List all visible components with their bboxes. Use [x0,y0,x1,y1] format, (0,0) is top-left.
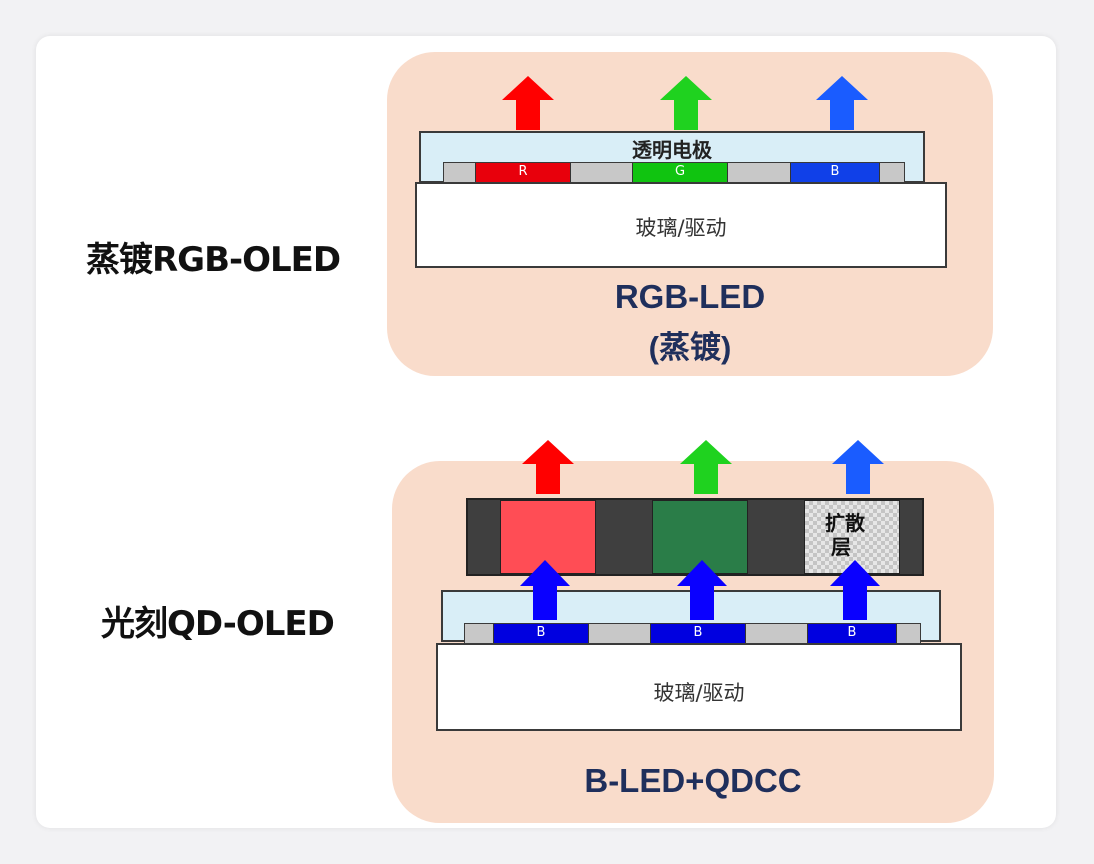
green-emission-arrow-icon [680,440,732,494]
blue-emission-arrow-icon [816,76,868,130]
rgb-oled-label: 蒸镀RGB-OLED [86,240,341,280]
subpixel-blue-1: B [493,624,589,643]
green-emission-arrow-icon [660,76,712,130]
glass-driver-label: 玻璃/驱动 [635,216,727,240]
qd-oled-label: 光刻QD-OLED [101,604,335,644]
blue-excitation-arrow-icon [830,560,880,620]
rgb-subpixel-row: R G B [443,162,905,183]
rgb-led-caption-block: RGB-LED (蒸镀) [387,278,993,368]
blue-emission-arrow-icon [832,440,884,494]
subpixel-blue-3: B [807,624,897,643]
glass-driver-label: 玻璃/驱动 [653,681,745,705]
red-emission-arrow-icon [522,440,574,494]
blue-excitation-arrow-icon [520,560,570,620]
subpixel-blue: B [790,163,880,182]
qd-color-conversion-layer: 扩散 层 [466,498,924,576]
b-led-qdcc-caption: B-LED+QDCC [584,762,802,799]
blue-subpixel-row: B B B [464,623,921,644]
glass-driver-substrate: 玻璃/驱动 [436,643,962,731]
diffusion-layer-label: 扩散 层 [825,511,865,559]
evaporation-caption: (蒸镀) [648,330,732,365]
red-emission-arrow-icon [502,76,554,130]
blue-excitation-arrow-icon [677,560,727,620]
rgb-led-caption: RGB-LED [614,278,766,315]
subpixel-blue-2: B [650,624,746,643]
diffusion-layer-cell: 扩散 层 [804,500,900,574]
subpixel-red: R [475,163,571,182]
glass-driver-substrate: 玻璃/驱动 [415,182,947,268]
transparent-electrode-label: 透明电极 [632,138,712,162]
subpixel-green: G [632,163,728,182]
